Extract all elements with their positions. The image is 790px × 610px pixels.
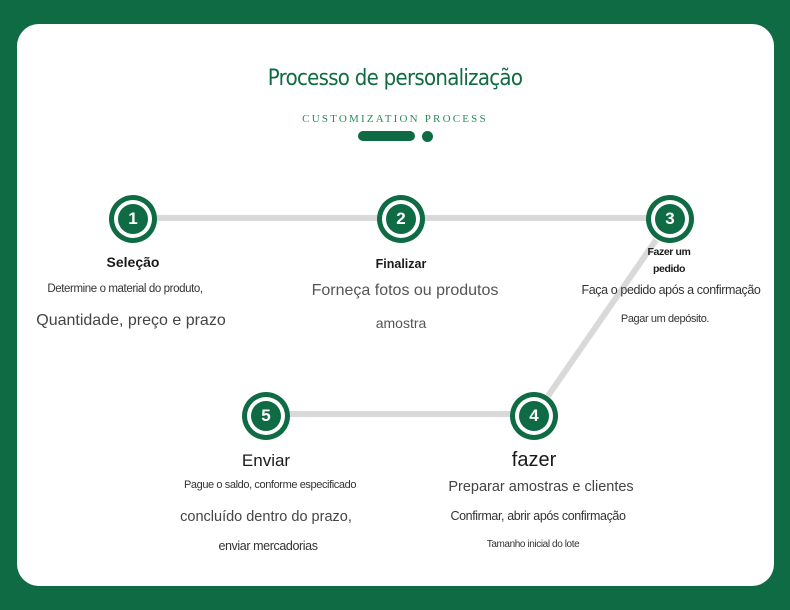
- step-5-number: 5: [251, 401, 281, 431]
- step-5-line-3: enviar mercadorias: [218, 539, 318, 553]
- step-4-number: 4: [519, 401, 549, 431]
- step-3-number: 3: [655, 204, 685, 234]
- step-2-badge: 2: [377, 195, 425, 243]
- step-2-number: 2: [386, 204, 416, 234]
- step-1-number: 1: [118, 204, 148, 234]
- title-decoration-bar: [358, 131, 415, 141]
- step-4-heading: fazer: [511, 449, 557, 471]
- connector-3-4: [545, 238, 659, 398]
- step-4-line-1: Preparar amostras e clientes: [448, 479, 634, 495]
- step-3-line-2: Pagar um depósito.: [620, 313, 710, 325]
- step-5-heading: Enviar: [241, 451, 291, 470]
- step-1-line-1: Determine o material do produto,: [47, 283, 203, 295]
- title-decoration-dot: [422, 131, 433, 142]
- step-3-heading-line-2: pedido: [652, 263, 686, 275]
- step-3-line-1: Faça o pedido após a confirmação: [581, 283, 761, 297]
- step-1-badge: 1: [109, 195, 157, 243]
- step-2-heading: Finalizar: [375, 257, 427, 271]
- step-3-heading-line-1: Fazer um: [647, 246, 691, 258]
- page-title: Processo de personalização: [267, 66, 523, 91]
- content-card: [17, 24, 774, 586]
- page-subtitle: CUSTOMIZATION PROCESS: [302, 113, 488, 125]
- step-2-line-1: Forneça fotos ou produtos: [311, 282, 499, 299]
- step-4-badge: 4: [510, 392, 558, 440]
- step-5-badge: 5: [242, 392, 290, 440]
- step-3-badge: 3: [646, 195, 694, 243]
- step-1-heading: Seleção: [106, 254, 160, 270]
- step-5-line-1: Pague o saldo, conforme especificado: [183, 479, 357, 491]
- step-2-line-2: amostra: [375, 315, 427, 331]
- step-1-line-2: Quantidade, preço e prazo: [36, 312, 226, 329]
- step-4-line-3: Tamanho inicial do lote: [486, 539, 580, 550]
- step-4-line-2: Confirmar, abrir após confirmação: [450, 509, 626, 523]
- step-5-line-2: concluído dentro do prazo,: [180, 509, 352, 525]
